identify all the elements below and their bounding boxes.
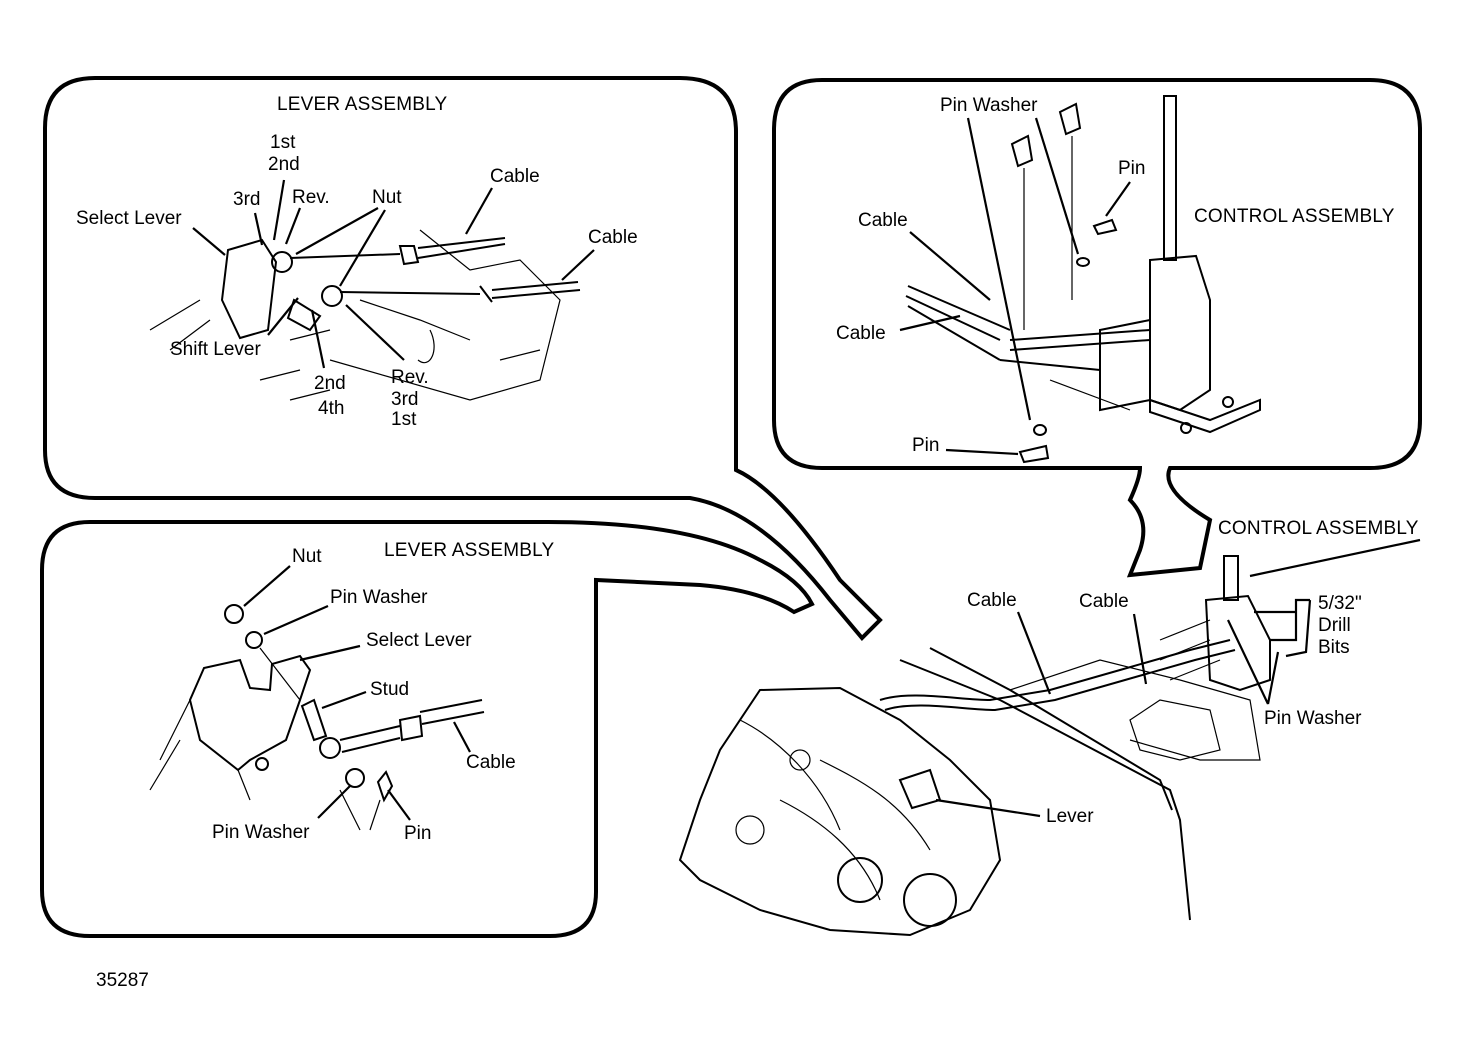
label-stud: Stud bbox=[370, 679, 409, 700]
leader-nut-bottom bbox=[243, 565, 291, 607]
leader-rev-3rd-1st bbox=[345, 304, 405, 361]
label-bottom-2nd: 2nd bbox=[314, 373, 346, 394]
label-bottom-3rd: 3rd bbox=[391, 389, 418, 410]
leader-2nd bbox=[272, 179, 286, 241]
leader-pin-washer-a bbox=[966, 117, 1032, 421]
leader-main-cable-b bbox=[1132, 613, 1148, 685]
leader-shift-lever bbox=[267, 297, 299, 336]
label-pin-top: Pin bbox=[1118, 158, 1145, 179]
leader-main-drill-bits bbox=[1254, 598, 1312, 658]
label-cable-b: Cable bbox=[588, 227, 638, 248]
leader-main-cable-a bbox=[1016, 611, 1052, 695]
main-lever-label: Lever bbox=[1046, 806, 1094, 827]
leader-select-lever bbox=[192, 227, 226, 256]
leader-3rd bbox=[253, 212, 264, 246]
leader-main-control-assembly bbox=[1249, 538, 1421, 578]
leader-pin-washer-b bbox=[1034, 117, 1080, 255]
figure-number: 35287 bbox=[96, 970, 149, 991]
label-bottom-rev: Rev. bbox=[391, 367, 429, 388]
label-cable-a: Cable bbox=[490, 166, 540, 187]
lever-assembly-bottom-panel: LEVER ASSEMBLY Nut Pin Washer Select Lev… bbox=[40, 520, 815, 938]
label-2nd: 2nd bbox=[268, 154, 300, 175]
main-drill-line1-label: Drill bbox=[1318, 615, 1351, 636]
lever-bottom-title: LEVER ASSEMBLY bbox=[384, 540, 554, 561]
label-cable-a-top: Cable bbox=[858, 210, 908, 231]
leader-pin-top bbox=[1105, 181, 1131, 217]
control-assembly-top-panel: CONTROL ASSEMBLY Pin Washer Pin Cable Ca… bbox=[772, 78, 1422, 578]
label-1st: 1st bbox=[270, 132, 296, 153]
label-nut: Nut bbox=[372, 187, 402, 208]
leader-pin-bottom-panel bbox=[387, 789, 411, 821]
leader-pin-washer-top bbox=[263, 604, 329, 636]
leader-pin-washer-low bbox=[317, 785, 351, 819]
label-nut-bottom: Nut bbox=[292, 546, 322, 567]
leader-select-lever-bottom bbox=[299, 644, 361, 662]
leader-pin-bottom bbox=[945, 448, 1019, 456]
label-pin-washer-bottom-low: Pin Washer bbox=[212, 822, 310, 843]
label-pin-washer: Pin Washer bbox=[940, 95, 1038, 116]
main-cable-b-label: Cable bbox=[1079, 591, 1129, 612]
label-pin-bottom-panel: Pin bbox=[404, 823, 431, 844]
label-rev: Rev. bbox=[292, 187, 330, 208]
main-cable-a-label: Cable bbox=[967, 590, 1017, 611]
label-pin-bottom: Pin bbox=[912, 435, 939, 456]
leader-cable-a bbox=[465, 187, 493, 235]
leader-rev bbox=[284, 207, 302, 245]
label-bottom-1st: 1st bbox=[391, 409, 417, 430]
leader-cable-b bbox=[561, 249, 595, 281]
label-cable-b-top: Cable bbox=[836, 323, 886, 344]
lever-assembly-bottom-illustration bbox=[149, 604, 485, 831]
label-pin-washer-bottom-top: Pin Washer bbox=[330, 587, 428, 608]
label-3rd: 3rd bbox=[233, 189, 260, 210]
leader-cable-bottom bbox=[453, 721, 471, 753]
leader-nut bbox=[295, 207, 386, 287]
lever-top-title: LEVER ASSEMBLY bbox=[277, 94, 447, 115]
leader-main-lever bbox=[935, 798, 1041, 818]
main-control-assembly-label: CONTROL ASSEMBLY bbox=[1218, 518, 1419, 539]
label-select-lever-bottom: Select Lever bbox=[366, 630, 472, 651]
control-assembly-top-illustration bbox=[905, 95, 1261, 464]
control-top-title: CONTROL ASSEMBLY bbox=[1194, 206, 1395, 227]
leader-cable-b-top bbox=[899, 314, 961, 332]
leader-stud bbox=[321, 690, 367, 710]
leader-2nd-4th bbox=[310, 309, 326, 369]
label-bottom-4th: 4th bbox=[318, 398, 344, 419]
label-select-lever: Select Lever bbox=[76, 208, 182, 229]
leader-cable-a-top bbox=[909, 231, 991, 301]
leader-main-pin-washer bbox=[1227, 619, 1280, 705]
main-drill-size-label: 5/32" bbox=[1318, 593, 1362, 614]
main-transaxle-illustration bbox=[678, 555, 1271, 937]
label-cable-bottom: Cable bbox=[466, 752, 516, 773]
main-drill-line2-label: Bits bbox=[1318, 637, 1350, 658]
main-pin-washer-label: Pin Washer bbox=[1264, 708, 1362, 729]
lever-assembly-top-panel: LEVER ASSEMBLY 1st 2nd 3rd Rev. Nut Cabl… bbox=[43, 76, 883, 641]
label-shift-lever: Shift Lever bbox=[170, 339, 261, 360]
